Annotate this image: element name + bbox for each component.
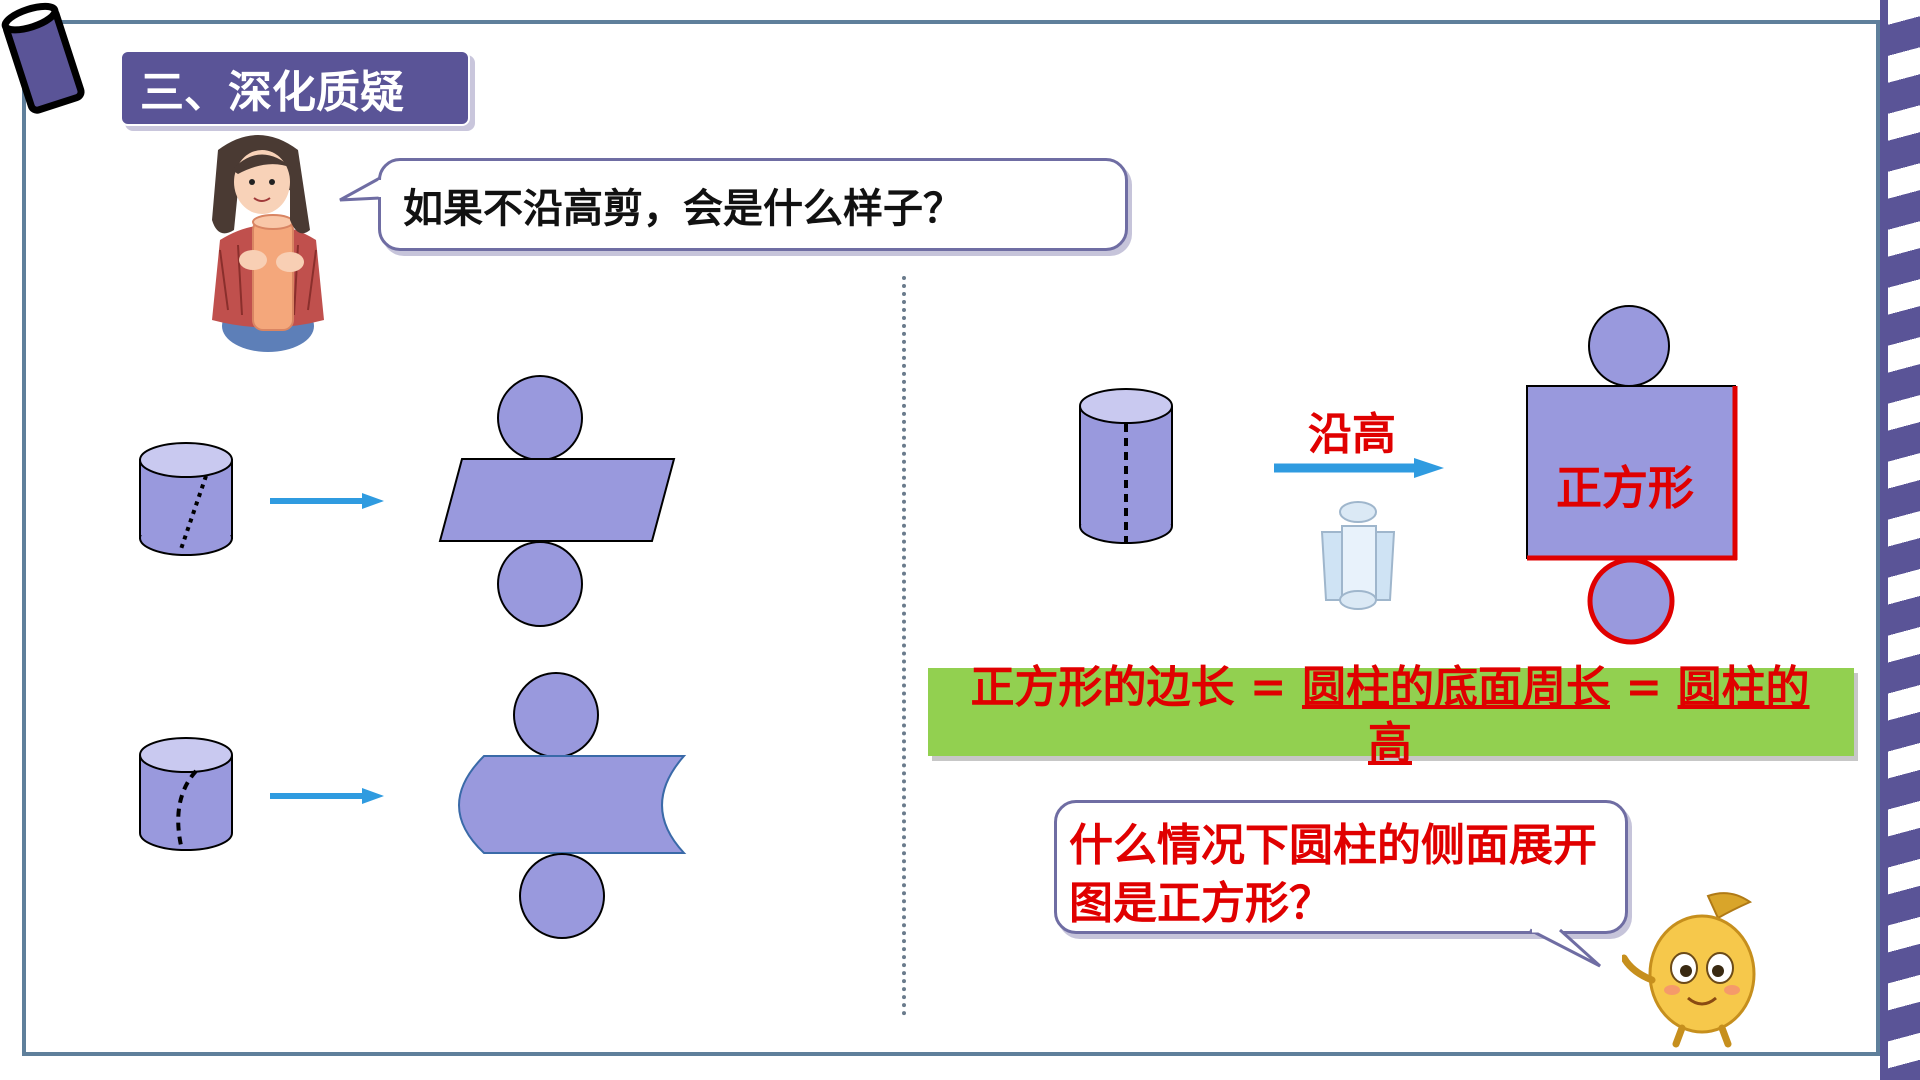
cylinder-oblique-cut — [139, 442, 233, 556]
unrolled-cylinder-illustration — [1320, 501, 1396, 610]
formula-part1: 正方形的边长 = — [970, 662, 1302, 713]
arrow-right-bottom — [270, 788, 384, 804]
vertical-divider — [902, 276, 906, 1016]
question-text: 如果不沿高剪，会是什么样子？ — [403, 185, 963, 232]
cylinder-curved-cut — [139, 737, 233, 851]
square-net — [1526, 305, 1738, 645]
section-title: 三、深化质疑 — [120, 50, 470, 126]
formula-part2: 圆柱的底面周长 — [1302, 662, 1610, 713]
decorative-stripes-edge — [1880, 0, 1888, 1080]
arrow-right-top — [270, 493, 384, 509]
formula-highlight — [928, 668, 1854, 756]
cylinder-height-cut — [1079, 388, 1173, 544]
formula-text: 正方形的边长 = 圆柱的底面周长 = 圆柱的高 — [950, 660, 1830, 772]
mascot-illustration — [1622, 892, 1756, 1048]
cut-label: 沿高 — [1308, 409, 1396, 460]
arrow-along-height — [1274, 458, 1444, 478]
parallelogram-net — [438, 375, 676, 627]
cylinder-logo-icon — [1, 2, 85, 114]
bottom-question-text: 什么情况下圆柱的侧面展开图是正方形？ — [1069, 820, 1597, 929]
formula-part3: = — [1610, 662, 1678, 713]
bottom-question-bubble: 什么情况下圆柱的侧面展开图是正方形？ — [1054, 800, 1628, 934]
formula-part4: 圆柱的高 — [1368, 662, 1810, 769]
square-label: 正方形 — [1556, 461, 1694, 515]
girl-illustration — [212, 135, 324, 352]
question-bubble: 如果不沿高剪，会是什么样子？ — [378, 158, 1128, 251]
slide-frame — [22, 20, 1880, 1056]
curved-net — [458, 672, 687, 939]
